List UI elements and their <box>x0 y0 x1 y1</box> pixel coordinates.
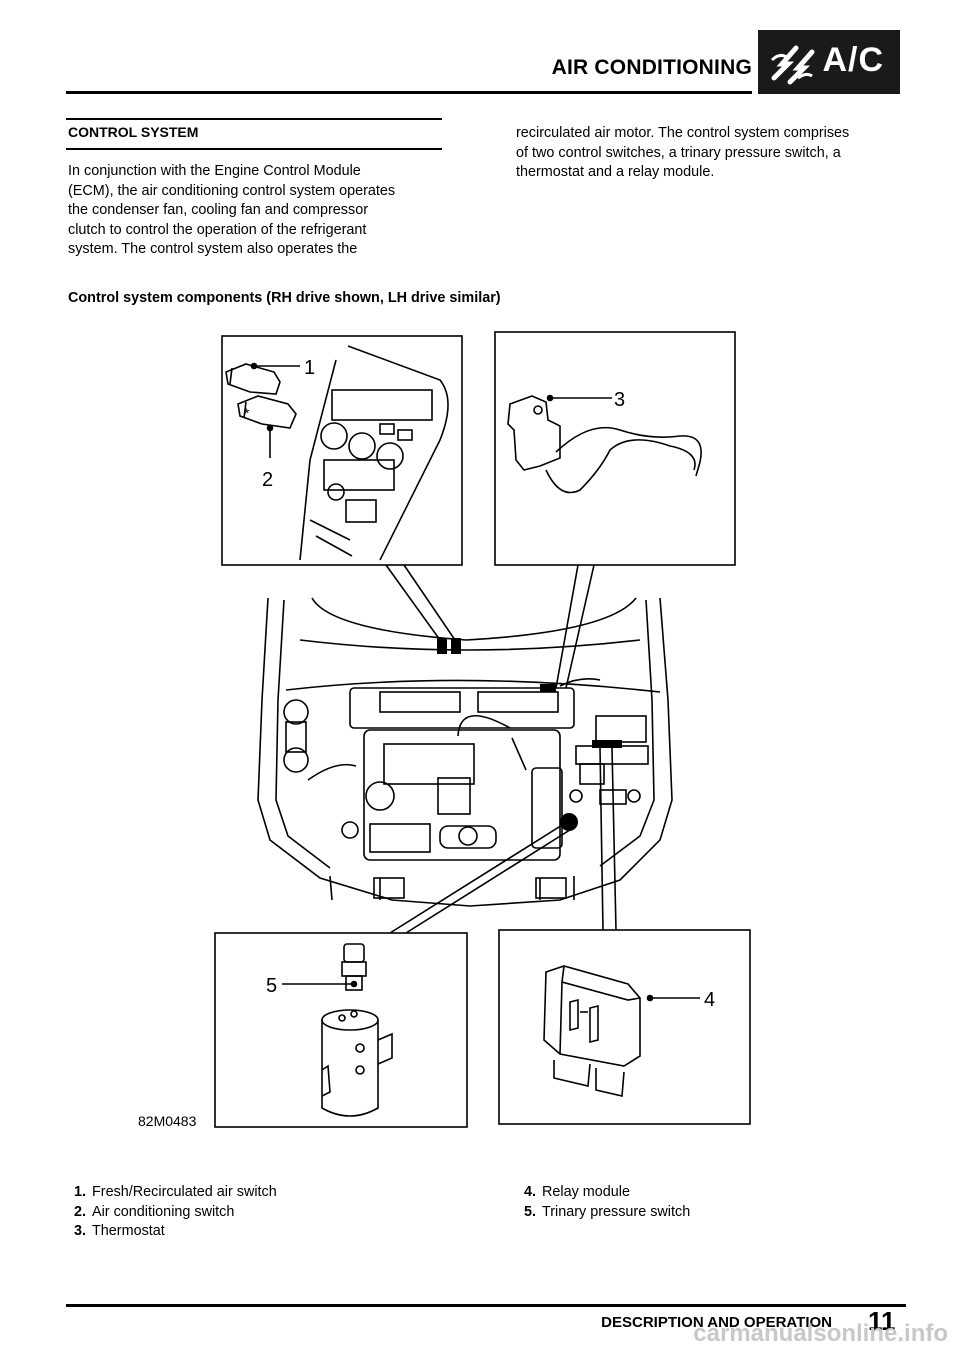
ac-switch-drawing: * <box>237 395 297 429</box>
figure-code: 82M0483 <box>138 1113 197 1129</box>
legend-number: 3. <box>73 1223 86 1239</box>
legend-number: 4. <box>523 1184 536 1200</box>
legend-item: 4. Relay module <box>508 1183 690 1203</box>
legend-number: 5. <box>523 1203 536 1220</box>
legend-text: Air conditioning switch <box>92 1203 235 1220</box>
intro-paragraph-col2: recirculated air motor. The control syst… <box>516 124 849 183</box>
figure-caption: Control system components (RH drive show… <box>68 290 501 306</box>
legend-text: Fresh/Recirculated air switch <box>92 1184 277 1200</box>
location-marker <box>560 813 578 831</box>
legend-item: 2. Air conditioning switch <box>58 1203 277 1223</box>
footer-section-name: DESCRIPTION AND OPERATION <box>601 1314 832 1331</box>
leader-line-relay <box>599 747 617 931</box>
legend-text: Trinary pressure switch <box>542 1203 691 1220</box>
location-marker <box>540 684 556 692</box>
engine-bay-drawing <box>257 597 673 907</box>
text-line: system. The control system also operates… <box>68 241 358 257</box>
dashboard-drawing <box>299 345 449 561</box>
callout-label-2: 2 <box>262 469 273 491</box>
legend-text: Relay module <box>542 1184 630 1200</box>
thermostat-drawing <box>507 395 702 494</box>
footer-rule <box>66 1304 906 1307</box>
page-header-title: AIR CONDITIONING <box>551 56 752 79</box>
detail-box-trinary <box>214 932 468 1128</box>
watermark: carmanualsonline.info <box>693 1320 948 1347</box>
detail-box-relay <box>498 929 751 1125</box>
legend-left: 1. Fresh/Recirculated air switch 2. Air co… <box>58 1183 277 1242</box>
legend-item: 3. Thermostat <box>58 1222 277 1242</box>
callout-label-5: 5 <box>266 975 277 997</box>
page-number: 11 <box>868 1306 896 1336</box>
airflow-icon <box>770 45 815 85</box>
leader-line-thermostat <box>555 564 595 689</box>
section-rule-top <box>66 118 442 120</box>
text-line: the condenser fan, cooling fan and compr… <box>68 202 368 218</box>
svg-text:*: * <box>244 405 250 421</box>
header-rule <box>66 91 752 94</box>
detail-box-thermostat <box>494 331 736 566</box>
text-line: clutch to control the operation of the r… <box>68 221 367 238</box>
legend-item: 5. Trinary pressure switch <box>508 1203 690 1223</box>
badge-label: A/C <box>822 41 884 79</box>
legend-number: 1. <box>73 1184 86 1200</box>
location-marker <box>437 638 447 654</box>
intro-paragraph-col1: In conjunction with the Engine Control M… <box>68 162 395 260</box>
legend-item: 1. Fresh/Recirculated air switch <box>58 1183 277 1203</box>
section-title: CONTROL SYSTEM <box>68 124 199 140</box>
trinary-switch-drawing <box>321 943 393 1117</box>
section-badge: A/C <box>758 30 900 94</box>
text-line: recirculated air motor. The control syst… <box>516 125 850 141</box>
section-rule-bottom <box>66 148 442 150</box>
leader-line-trinary <box>389 821 574 934</box>
legend-number: 2. <box>73 1203 86 1220</box>
relay-module-drawing <box>543 965 641 1097</box>
callout-label-1: 1 <box>304 357 315 379</box>
detail-box-switches <box>221 335 463 566</box>
location-marker <box>451 638 461 654</box>
location-marker <box>592 740 622 748</box>
legend-text: Thermostat <box>92 1223 165 1239</box>
text-line: of two control switches, a trinary press… <box>516 144 841 161</box>
leader-line-switches <box>385 564 456 641</box>
fresh-recirc-switch-drawing <box>225 363 281 395</box>
text-line: (ECM), the air conditioning control syst… <box>68 182 396 199</box>
text-line: thermostat and a relay module. <box>516 164 715 180</box>
text-line: In conjunction with the Engine Control M… <box>68 163 361 179</box>
callout-label-3: 3 <box>614 389 625 411</box>
legend-right: 4. Relay module 5. Trinary pressure switch <box>508 1183 690 1222</box>
callout-label-4: 4 <box>704 989 715 1011</box>
